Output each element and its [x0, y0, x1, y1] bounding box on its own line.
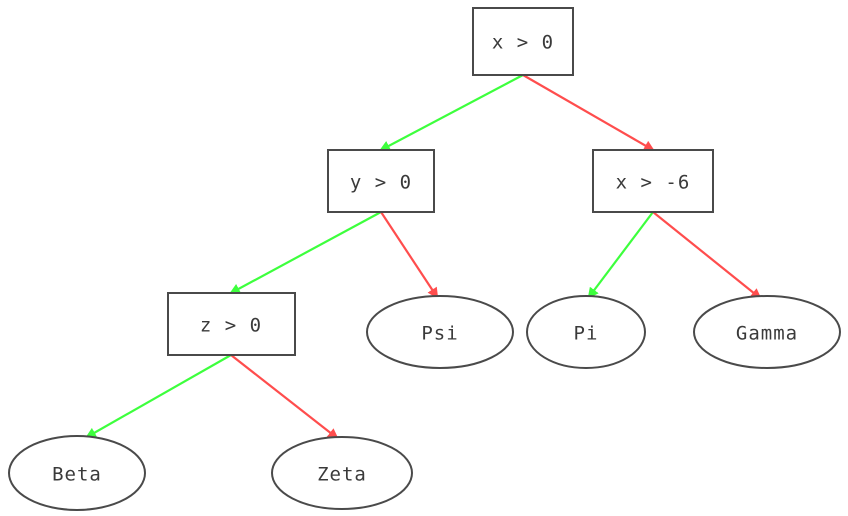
gamma-leaf-label: Gamma	[736, 323, 798, 345]
leaf-node-pi[interactable]: Pi	[526, 295, 646, 369]
edge-z-false-to-zeta	[230, 354, 339, 440]
decision-node-x6[interactable]: x > -6	[592, 149, 714, 213]
psi-leaf-label: Psi	[421, 323, 458, 345]
decision-node-z[interactable]: z > 0	[167, 292, 296, 356]
leaf-node-psi[interactable]: Psi	[366, 295, 514, 369]
gamma-leaf-ellipse[interactable]	[693, 295, 841, 369]
leaf-node-gamma[interactable]: Gamma	[693, 295, 841, 369]
z-node-box[interactable]	[167, 292, 296, 356]
edge-root-true-to-y	[379, 74, 524, 152]
edge-x6-false-to-gamma	[652, 211, 762, 300]
x6-node-label: x > -6	[616, 172, 691, 194]
beta-leaf-label: Beta	[52, 464, 102, 486]
pi-leaf-ellipse[interactable]	[526, 295, 646, 369]
edge-y-true-to-z	[229, 211, 382, 295]
zeta-leaf-ellipse[interactable]	[271, 436, 413, 510]
zeta-leaf-label: Zeta	[317, 464, 367, 486]
x6-node-box[interactable]	[592, 149, 714, 213]
edge-root-false-to-x6	[522, 74, 655, 152]
edge-y-false-to-psi	[380, 211, 439, 299]
beta-leaf-ellipse[interactable]	[8, 435, 146, 511]
z-node-label: z > 0	[200, 315, 262, 337]
edge-x6-true-to-pi	[587, 211, 654, 299]
leaf-node-beta[interactable]: Beta	[8, 435, 146, 511]
decision-node-y[interactable]: y > 0	[327, 149, 435, 213]
edges-group	[85, 74, 762, 440]
root-node-box[interactable]	[472, 7, 574, 76]
psi-leaf-ellipse[interactable]	[366, 295, 514, 369]
root-node-label: x > 0	[492, 32, 554, 54]
pi-leaf-label: Pi	[574, 323, 599, 345]
leaf-node-zeta[interactable]: Zeta	[271, 436, 413, 510]
decision-node-root[interactable]: x > 0	[472, 7, 574, 76]
y-node-label: y > 0	[350, 172, 412, 194]
y-node-box[interactable]	[327, 149, 435, 213]
edge-z-true-to-beta	[85, 354, 232, 439]
